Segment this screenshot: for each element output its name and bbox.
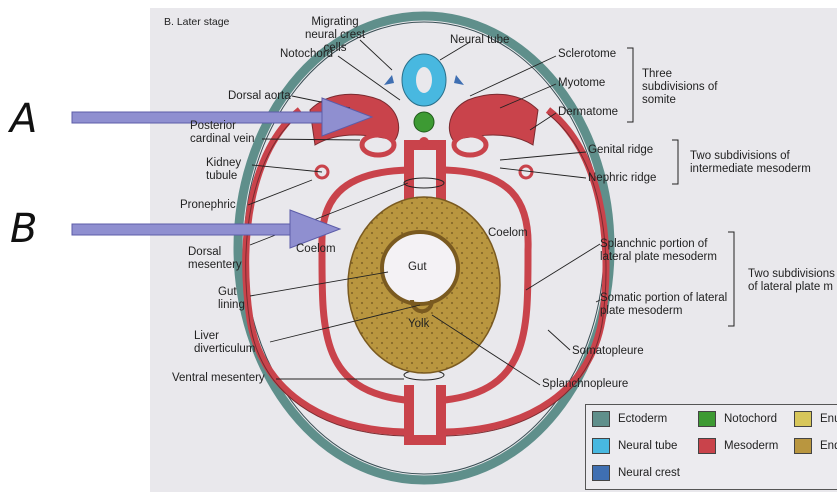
label-somatopleure: Somatopleure — [572, 345, 644, 358]
legend-swatch — [698, 411, 716, 427]
legend-item-end: End — [794, 438, 837, 454]
label-myotome: Myotome — [558, 77, 605, 90]
label-dorsal-mesentery: Dorsal mesentery — [188, 246, 248, 272]
legend-item-neural-tube: Neural tube — [592, 438, 677, 454]
label-coelom-right: Coelom — [488, 227, 528, 240]
label-dorsal-aorta: Dorsal aorta — [228, 90, 291, 103]
notochord — [414, 112, 434, 132]
arrow-label-a: A — [10, 96, 37, 142]
legend-swatch — [794, 411, 812, 427]
legend-swatch — [592, 465, 610, 481]
label-gut: Gut — [408, 261, 427, 274]
label-splanchnopleure: Splanchnopleure — [542, 378, 628, 391]
dorsal-aorta — [419, 137, 429, 147]
label-yolk: Yolk — [408, 318, 429, 331]
label-somite-group: Three subdivisions of somite — [642, 68, 732, 107]
label-posterior-cardinal-vein: Posterior cardinal vein — [190, 120, 270, 146]
label-splanchnic: Splanchnic portion of lateral plate meso… — [600, 238, 730, 264]
label-genital-ridge: Genital ridge — [588, 144, 653, 157]
kidney-tubule-right — [454, 135, 486, 155]
label-pronephric: Pronephric — [180, 199, 236, 212]
label-kidney-tubule: Kidney tubule — [206, 157, 254, 183]
kidney-tubule-left — [362, 135, 394, 155]
arrow-label-b: B — [10, 206, 37, 252]
legend-box: Ectoderm Notochord Enu Neural tube Mesod… — [585, 404, 837, 490]
pronephric-duct-right — [520, 166, 532, 178]
label-neural-tube: Neural tube — [450, 34, 509, 47]
neural-crest-right — [454, 75, 464, 85]
label-ventral-mesentery: Ventral mesentery — [172, 372, 265, 385]
legend-swatch — [592, 411, 610, 427]
legend-swatch — [592, 438, 610, 454]
legend-item-mesoderm: Mesoderm — [698, 438, 778, 454]
legend-item-ectoderm: Ectoderm — [592, 411, 667, 427]
legend-swatch — [698, 438, 716, 454]
label-liver-diverticulum: Liver diverticulum — [194, 330, 266, 356]
stage-title: B. Later stage — [164, 16, 229, 29]
label-sclerotome: Sclerotome — [558, 48, 616, 61]
legend-item-neural-crest: Neural crest — [592, 465, 680, 481]
label-gut-lining: Gut lining — [218, 286, 258, 312]
neural-crest-left — [384, 75, 394, 85]
label-somatic: Somatic portion of lateral plate mesoder… — [600, 292, 730, 318]
legend-swatch — [794, 438, 812, 454]
legend-item-enu: Enu — [794, 411, 837, 427]
label-nephric-ridge: Nephric ridge — [588, 172, 656, 185]
label-dermatome: Dermatome — [558, 106, 618, 119]
label-lateral-group: Two subdivisions of lateral plate m — [748, 268, 837, 294]
label-intermediate-group: Two subdivisions of intermediate mesoder… — [690, 150, 830, 176]
legend-item-notochord: Notochord — [698, 411, 777, 427]
label-coelom-left: Coelom — [296, 243, 336, 256]
label-notochord: Notochord — [280, 48, 333, 61]
